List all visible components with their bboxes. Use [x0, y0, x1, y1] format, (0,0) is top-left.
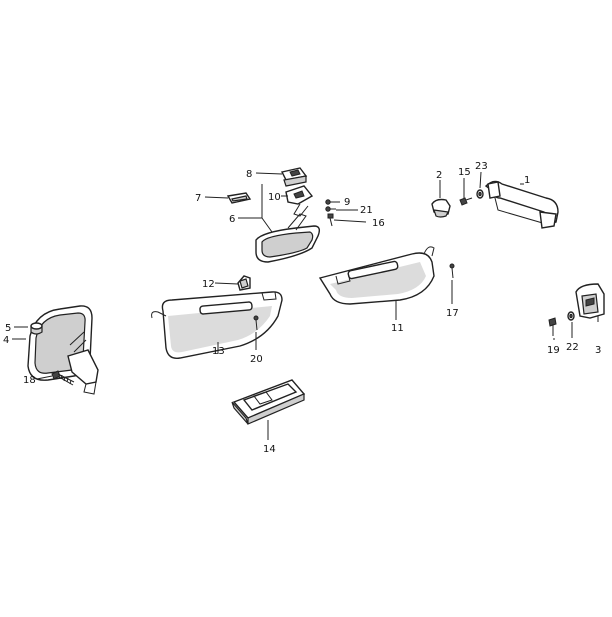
mirror-bracket-part [285, 185, 314, 217]
callout-4: 4 [3, 335, 9, 346]
assist-grip-part [484, 180, 559, 229]
coat-hook-washer-part [567, 311, 575, 321]
callout-18: 18 [23, 375, 36, 386]
callout-22: 22 [566, 342, 579, 353]
mirror-cap-part [30, 322, 43, 335]
callout-6: 6 [229, 214, 235, 225]
callout-17: 17 [446, 308, 459, 319]
left-sun-visor-part [151, 291, 283, 359]
callout-9: 9 [344, 197, 350, 208]
callout-14: 14 [263, 444, 276, 455]
vanity-mirror-part [231, 379, 306, 425]
callout-7: 7 [195, 193, 201, 204]
callout-21: 21 [360, 205, 373, 216]
visor-screw-right-part [449, 263, 455, 279]
callout-20: 20 [250, 354, 263, 365]
assist-grip-washer-part [476, 189, 484, 199]
callout-19: 19 [547, 345, 560, 356]
callout-labels: 1 2 3 4 5 6 7 8 9 10 11 12 13 14 15 16 1… [3, 161, 601, 455]
mirror-clip-part [226, 192, 252, 204]
callout-1: 1 [524, 175, 530, 186]
mirror-screws-part [325, 199, 336, 227]
mirror-screw-part [51, 370, 75, 386]
callout-5: 5 [5, 323, 11, 334]
visor-clip-part [237, 275, 251, 291]
callout-23: 23 [475, 161, 488, 172]
callout-3: 3 [595, 345, 601, 356]
rear-view-mirror-part [255, 213, 321, 263]
callout-13: 13 [212, 346, 225, 357]
leader-lines [12, 171, 599, 440]
callout-8: 8 [246, 169, 252, 180]
right-sun-visor-part [318, 246, 435, 305]
mirror-cover-part [280, 167, 308, 187]
visor-screw-left-part [253, 315, 259, 331]
callout-11: 11 [391, 323, 404, 334]
callout-16: 16 [372, 218, 385, 229]
side-mirror-part [27, 305, 99, 395]
coat-hook-screw-part [548, 317, 557, 336]
callout-12: 12 [202, 279, 215, 290]
assist-grip-cap-part [431, 198, 451, 218]
callout-15: 15 [458, 167, 471, 178]
assist-grip-screw-part [459, 197, 473, 206]
callout-10: 10 [268, 192, 281, 203]
callout-2: 2 [436, 170, 442, 181]
coat-hook-part [575, 283, 605, 319]
